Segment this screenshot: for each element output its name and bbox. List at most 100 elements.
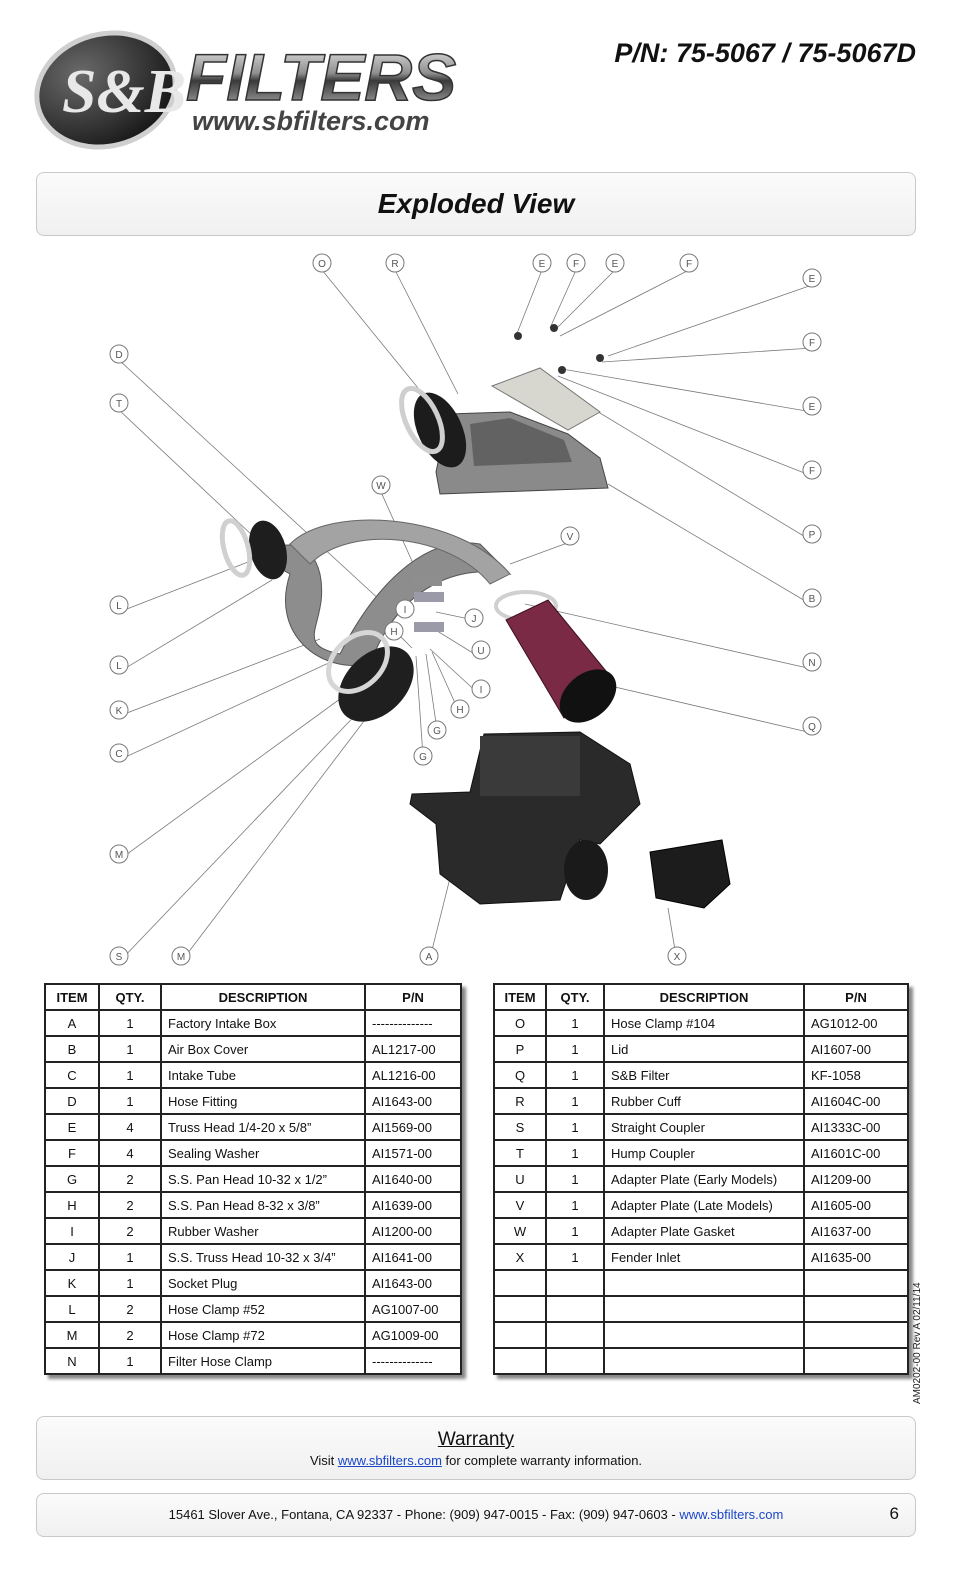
svg-text:I: I (404, 605, 407, 616)
callout-A: A (419, 946, 439, 966)
callout-H-2: H (450, 699, 470, 719)
callout-R: R (385, 253, 405, 273)
cell-pn: AI1643-00 (364, 1087, 462, 1115)
svg-text:C: C (115, 749, 122, 760)
cell-description: Lid (603, 1035, 805, 1063)
callout-C: C (109, 743, 129, 763)
cell-description: Hose Fitting (160, 1087, 366, 1115)
svg-text:E: E (539, 259, 546, 270)
cell-pn: AI1569-00 (364, 1113, 462, 1141)
cell-pn: -------------- (364, 1009, 462, 1037)
svg-text:P: P (809, 530, 816, 541)
svg-text:O: O (318, 259, 326, 270)
cell-description (603, 1347, 805, 1375)
callout-labels: O R E F E F E F E F P B N Q D T W V L L … (109, 253, 822, 966)
svg-text:F: F (809, 466, 815, 477)
cell-pn: AG1012-00 (803, 1009, 909, 1037)
cell-item: E (44, 1113, 100, 1141)
callout-G-2: G (413, 746, 433, 766)
callout-E-4: E (802, 396, 822, 416)
cell-description: Hose Clamp #104 (603, 1009, 805, 1037)
cell-description: Rubber Washer (160, 1217, 366, 1245)
cell-pn (803, 1321, 909, 1349)
svg-text:F: F (809, 338, 815, 349)
cell-qty (545, 1347, 605, 1375)
header-pn: P/N (364, 983, 462, 1011)
leader-lines (118, 269, 813, 963)
cell-description (603, 1321, 805, 1349)
warranty-link[interactable]: www.sbfilters.com (337, 1453, 442, 1468)
cell-item: U (493, 1165, 547, 1193)
cell-item: G (44, 1165, 100, 1193)
cell-pn: AI1641-00 (364, 1243, 462, 1271)
svg-text:K: K (116, 706, 123, 717)
svg-text:F: F (573, 259, 579, 270)
cell-pn: AI1605-00 (803, 1191, 909, 1219)
cell-item: M (44, 1321, 100, 1349)
factory-intake-box-part (409, 731, 641, 905)
callout-E-1: E (532, 253, 552, 273)
cell-item (493, 1269, 547, 1297)
cell-qty (545, 1321, 605, 1349)
svg-text:A: A (426, 952, 433, 963)
callout-K: K (109, 700, 129, 720)
cell-pn (803, 1269, 909, 1297)
callout-F-3: F (802, 332, 822, 352)
cell-item: H (44, 1191, 100, 1219)
cell-description: Fender Inlet (603, 1243, 805, 1271)
cell-pn (803, 1295, 909, 1323)
cell-pn: AG1007-00 (364, 1295, 462, 1323)
svg-text:L: L (116, 601, 122, 612)
svg-text:D: D (115, 350, 122, 361)
svg-text:Q: Q (808, 722, 816, 733)
cell-pn: KF-1058 (803, 1061, 909, 1089)
callout-T: T (109, 393, 129, 413)
cell-item: I (44, 1217, 100, 1245)
table-row (493, 1269, 909, 1297)
svg-text:J: J (472, 614, 477, 625)
header-item: ITEM (493, 983, 547, 1011)
cell-qty: 1 (545, 1009, 605, 1037)
callout-M-1: M (109, 844, 129, 864)
callout-N: N (802, 652, 822, 672)
cell-qty: 1 (98, 1009, 162, 1037)
callout-B: B (802, 588, 822, 608)
footer-url-link[interactable]: www.sbfilters.com (679, 1507, 784, 1522)
cell-description: Adapter Plate Gasket (603, 1217, 805, 1245)
svg-text:V: V (567, 532, 574, 543)
footer-address: 15461 Slover Ave., Fontana, CA 92337 - P… (168, 1507, 784, 1522)
cell-description: Hose Clamp #72 (160, 1321, 366, 1349)
svg-text:E: E (809, 402, 816, 413)
svg-text:X: X (674, 952, 681, 963)
cell-description: Socket Plug (160, 1269, 366, 1297)
cell-qty: 1 (545, 1035, 605, 1063)
cell-qty: 1 (98, 1243, 162, 1271)
cell-qty: 1 (98, 1347, 162, 1375)
svg-text:G: G (433, 726, 441, 737)
hump-coupler-part (248, 520, 288, 580)
callout-I-2: I (471, 679, 491, 699)
cell-description: S.S. Pan Head 8-32 x 3/8” (160, 1191, 366, 1219)
callout-U: U (471, 640, 491, 660)
callout-E-3: E (802, 268, 822, 288)
cell-pn: AI1209-00 (803, 1165, 909, 1193)
svg-text:www.sbfilters.com: www.sbfilters.com (192, 106, 430, 136)
svg-text:S&B: S&B (62, 58, 186, 126)
cell-qty: 4 (98, 1139, 162, 1167)
cell-qty: 1 (545, 1243, 605, 1271)
warranty-title: Warranty (437, 1429, 515, 1450)
callout-D: D (109, 344, 129, 364)
cell-item: N (44, 1347, 100, 1375)
cell-description: Filter Hose Clamp (160, 1347, 366, 1375)
cell-description: Rubber Cuff (603, 1087, 805, 1115)
